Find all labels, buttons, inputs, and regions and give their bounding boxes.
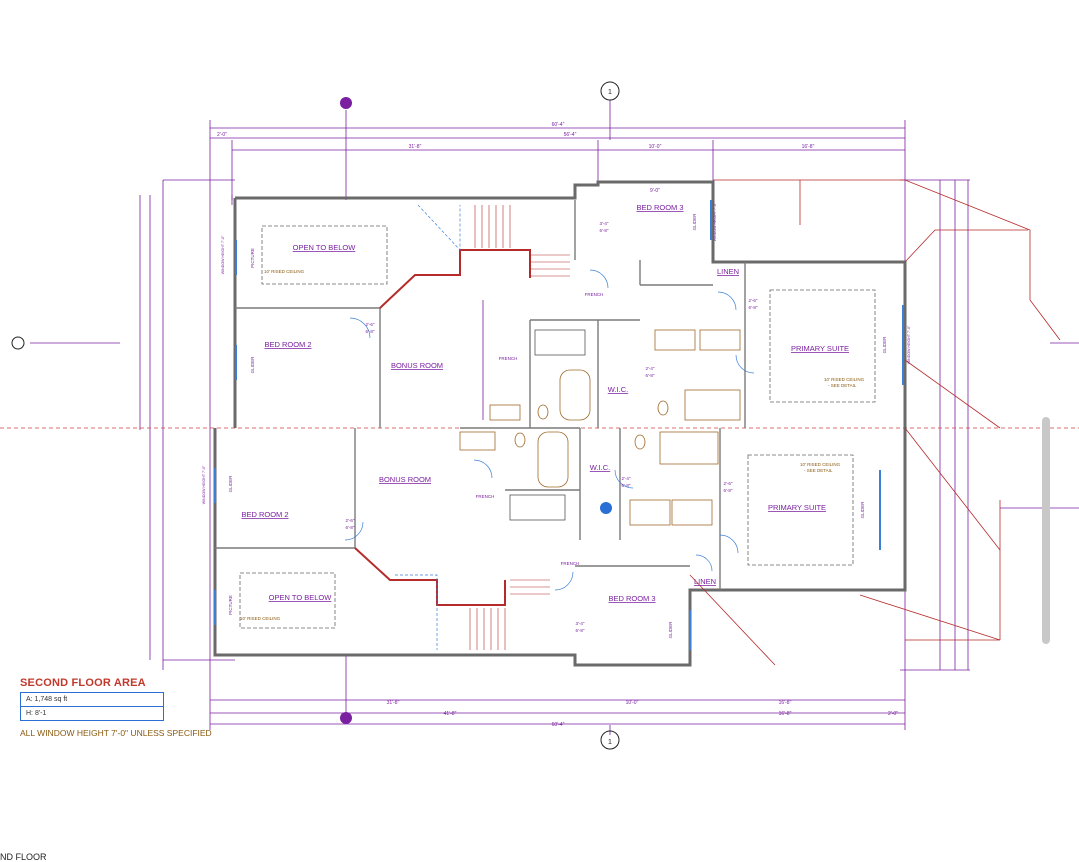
note-glider-bed2-top: GLIDER	[250, 356, 255, 374]
room-primary-bottom: PRIMARY SUITE	[768, 503, 826, 512]
dim-bottom-a: 31'-8"	[387, 700, 400, 706]
dim-left-seg: 31'-8"	[409, 144, 422, 150]
dim-bottom-b: 10'-0"	[626, 700, 639, 706]
note-see-detail-bottom: - SEE DETAIL	[804, 468, 833, 473]
note-french-4: FRENCH	[561, 561, 580, 566]
note-french-3: FRENCH	[585, 292, 604, 297]
roof-lines	[689, 179, 1061, 666]
room-wic-top: W.I.C.	[608, 385, 628, 394]
room-open-to-below-bottom: OPEN TO BELOW	[269, 593, 333, 602]
room-open-to-below-top: OPEN TO BELOW	[293, 243, 357, 252]
room-bed2-bottom: BED ROOM 2	[241, 510, 288, 519]
exterior-walls	[213, 180, 907, 667]
door-tag-1: 2'-6"	[366, 322, 375, 327]
note-see-detail-top: - SEE DETAIL	[828, 383, 857, 388]
door-tag-2: 2'-6"	[749, 298, 758, 303]
door-tag-6b: 6'-8"	[576, 628, 585, 633]
note-picture-top: PICTURE	[250, 248, 255, 268]
note-glider-primary-bottom: GLIDER	[860, 501, 865, 519]
below-outline	[395, 204, 461, 650]
room-bonus-top: BONUS ROOM	[391, 361, 443, 370]
dim-left-margin: 2'-0"	[217, 132, 227, 138]
dim-inner-top: 56'-4"	[564, 132, 577, 138]
note-raised-ceiling-top: 10' RISED CEILING	[824, 377, 865, 382]
window-height-note: ALL WINDOW HEIGHT 7'-0" UNLESS SPECIFIED	[20, 728, 212, 738]
door-tag-1b: 6'-8"	[366, 329, 375, 334]
door-tag-4: 2'-6"	[346, 518, 355, 523]
door-tag-4b: 6'-8"	[346, 525, 355, 530]
room-linen-bottom: LINEN	[694, 577, 716, 586]
laundry	[509, 329, 586, 521]
door-tag-3: 3'-4"	[600, 221, 609, 226]
room-primary-top: PRIMARY SUITE	[791, 344, 849, 353]
door-tag-7b: 6'-8"	[622, 483, 631, 488]
legend-height: H: 8'-1	[26, 710, 47, 717]
dim-stair-seg: 9'-0"	[650, 188, 660, 194]
door-tag-8: 2'-4"	[646, 366, 655, 371]
dim-overall-bottom: 60'-4"	[552, 722, 565, 728]
room-linen-top: LINEN	[717, 267, 739, 276]
callout-top: 1	[608, 89, 612, 96]
dimension-lines	[30, 100, 1079, 735]
legend-area: A: 1,748 sq ft	[21, 693, 163, 707]
dashed-zones	[239, 225, 876, 629]
legend-box: A: 1,748 sq ft H: 8'-1	[20, 692, 164, 721]
legend-title: SECOND FLOOR AREA	[20, 677, 146, 689]
bath-fixtures	[459, 329, 741, 526]
note-window-h-1: WINDOW HEIGHT 7'-0"	[221, 235, 225, 274]
note-french-1: FRENCH	[499, 356, 518, 361]
note-raised-ceiling-otb-bottom: 10' RISED CEILING	[240, 616, 281, 621]
room-bed2-top: BED ROOM 2	[264, 340, 311, 349]
note-raised-ceiling-otb-top: 10' RISED CEILING	[264, 269, 305, 274]
door-tag-6: 3'-4"	[576, 621, 585, 626]
note-raised-ceiling-bottom: 10' RISED CEILING	[800, 462, 841, 467]
door-tag-5: 2'-6"	[724, 481, 733, 486]
note-glider-bed3-bottom: GLIDER	[668, 621, 673, 639]
room-bonus-bottom: BONUS ROOM	[379, 475, 431, 484]
note-window-h-2: WINDOW HEIGHT 7'-0"	[202, 465, 206, 504]
room-bed3-top: BED ROOM 3	[636, 203, 683, 212]
note-french-2: FRENCH	[476, 494, 495, 499]
door-tag-5b: 6'-8"	[724, 488, 733, 493]
section-markers	[11, 81, 620, 750]
vertical-scrollbar[interactable]	[1042, 417, 1050, 644]
dim-right-seg: 16'-8"	[802, 144, 815, 150]
dim-bottom-c: 16'-8"	[779, 700, 792, 706]
note-glider-primary-top: GLIDER	[882, 336, 887, 354]
dim-mid-seg: 10'-0"	[649, 144, 662, 150]
room-bed3-bottom: BED ROOM 3	[608, 594, 655, 603]
note-window-h-3: WINDOW HEIGHT 7'-0"	[907, 325, 911, 364]
door-tag-3b: 6'-8"	[600, 228, 609, 233]
stairs	[469, 205, 570, 650]
note-glider-bed2-bottom: GLIDER	[228, 475, 233, 493]
door-tag-7: 2'-4"	[622, 476, 631, 481]
dim-overall-top: 60'-4"	[552, 122, 565, 128]
dim-bottom-d: 41'-8"	[444, 711, 457, 717]
callout-bottom: 1	[608, 739, 612, 746]
note-glider-bed3-top: GLIDER	[692, 213, 697, 231]
footer-cut-label: ND FLOOR	[0, 852, 47, 862]
note-window-h-4: WINDOW HEIGHT 7'-0"	[713, 202, 717, 241]
stair-rail	[354, 249, 531, 606]
windows	[214, 200, 904, 650]
dim-bottom-e: 16'-8"	[779, 711, 792, 717]
dim-bottom-f: 2'-0"	[888, 711, 898, 717]
door-tag-8b: 6'-8"	[646, 373, 655, 378]
room-wic-bottom: W.I.C.	[590, 463, 610, 472]
interior-walls	[215, 200, 746, 590]
door-swings	[344, 269, 755, 591]
note-picture-bottom: PICTURE	[228, 595, 233, 615]
door-tag-2b: 6'-8"	[749, 305, 758, 310]
